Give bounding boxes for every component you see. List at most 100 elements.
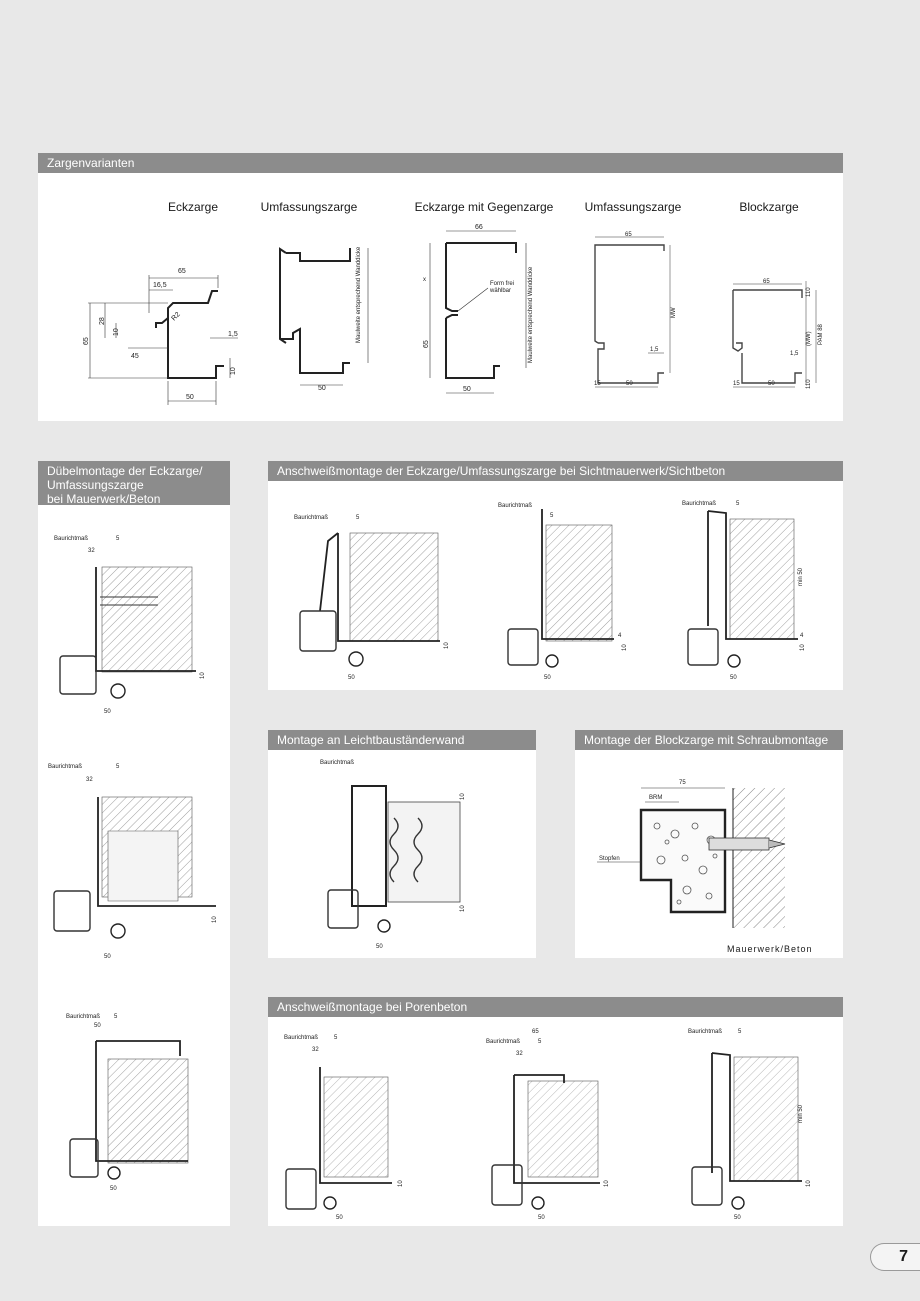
dim-50-p3: 50 [734, 1215, 741, 1221]
baurichtmass-2: Baurichtmaß [48, 764, 82, 770]
dim-5-d2: 5 [116, 764, 120, 770]
dim-5-d3: 5 [114, 1014, 118, 1020]
baurichtmass-a: Baurichtmaß [294, 515, 328, 521]
dim-65-eckzarge: 65 [178, 268, 186, 275]
dim-4-c: 4 [800, 633, 804, 639]
dim-50-d3-top: 50 [94, 1023, 101, 1029]
dim-45: 45 [131, 353, 139, 360]
dim-10-p2: 10 [604, 1180, 610, 1187]
baurichtmass-p1: Baurichtmaß [284, 1035, 318, 1041]
dim-50-blockzarge: 50 [768, 381, 775, 387]
min50-c: min 50 [798, 567, 804, 586]
anschweiss-sicht-drawings: Baurichtmaß 5 10 50 Baurichtmaß 5 4 10 5… [294, 501, 806, 681]
dim-1-5: 1,5 [228, 331, 238, 338]
dim-28: 28 [99, 317, 106, 325]
baurichtmass-c: Baurichtmaß [682, 501, 716, 507]
leichtbau-panel: Montage an Leichtbauständerwand Bauricht… [268, 730, 536, 958]
dim-10-a: 10 [444, 642, 450, 649]
dim-10-right: 10 [230, 367, 237, 375]
dim-5-a: 5 [356, 515, 360, 521]
dim-65-umfassung2: 65 [625, 232, 632, 238]
dim-10-p3: 10 [806, 1180, 812, 1187]
dim-50-umfassung: 50 [318, 385, 326, 392]
dim-15-blockzarge: 15 [733, 381, 740, 387]
dim-50-a: 50 [348, 675, 355, 681]
dim-50-leichtbau: 50 [376, 944, 383, 950]
profile-title-eckzarge-gegenzarge: Eckzarge mit Gegenzarge [414, 200, 554, 214]
section-title-duebelmontage: Dübelmontage der Eckzarge/ Umfassungszar… [38, 461, 230, 506]
dim-5-p3: 5 [738, 1029, 742, 1035]
eckzarge-drawing: 65 16,5 65 28 10 45 R2 1,5 10 50 Maulwei… [83, 224, 824, 405]
profile-title-umfassungszarge: Umfassungszarge [260, 200, 358, 214]
dim-75: 75 [679, 780, 686, 786]
maulweite-label-2: Maulweite entsprechend Wanddicke [528, 266, 534, 363]
leichtbau-drawing: Baurichtmaß 10 10 50 [320, 760, 466, 950]
pam-label: PAM 88 [818, 323, 824, 345]
duebelmontage-title-line1: Dübelmontage der Eckzarge/ [47, 464, 203, 478]
waehlbar-label: wählbar [489, 288, 511, 294]
porenbeton-panel: Anschweißmontage bei Porenbeton Bauricht… [268, 997, 843, 1226]
dim-r2: R2 [170, 311, 181, 322]
dim-110-bottom: 110 [806, 379, 812, 389]
dim-10-p1: 10 [398, 1180, 404, 1187]
dim-65-blockzarge: 65 [763, 279, 770, 285]
baurichtmass-b: Baurichtmaß [498, 503, 532, 509]
zargenvarianten-panel: Zargenvarianten Eckzarge Umfassungszarge… [38, 153, 843, 421]
baurichtmass-1: Baurichtmaß [54, 536, 88, 542]
mw-label: MW [671, 307, 677, 318]
dim-4-b: 4 [618, 633, 622, 639]
baurichtmass-p2: Baurichtmaß [486, 1039, 520, 1045]
dim-50-d3: 50 [110, 1186, 117, 1192]
dim-10-d1: 10 [200, 672, 206, 679]
dim-66: 66 [475, 224, 483, 231]
section-title-porenbeton: Anschweißmontage bei Porenbeton [268, 997, 843, 1017]
profile-title-eckzarge: Eckzarge [167, 200, 219, 214]
dim-5-d1: 5 [116, 536, 120, 542]
page-number: 7 [870, 1243, 920, 1271]
dim-10-leichtbau-top: 10 [460, 793, 466, 800]
baurichtmass-p3: Baurichtmaß [688, 1029, 722, 1035]
dim-32-d2: 32 [86, 777, 93, 783]
dim-5-p2: 5 [538, 1039, 542, 1045]
dim-10-c: 10 [800, 644, 806, 651]
dim-10-leichtbau-bottom: 10 [460, 905, 466, 912]
dim-50-c: 50 [730, 675, 737, 681]
brm-label: BRM [649, 795, 662, 801]
duebelmontage-drawings: Baurichtmaß 5 32 10 50 Baurichtmaß 5 32 … [48, 536, 218, 1192]
dim-5-p1: 5 [334, 1035, 338, 1041]
dim-50-d1: 50 [104, 709, 111, 715]
dim-50-umfassung2: 50 [626, 381, 633, 387]
duebelmontage-panel: Dübelmontage der Eckzarge/ Umfassungszar… [38, 461, 230, 1226]
baurichtmass-leichtbau: Baurichtmaß [320, 760, 354, 766]
dim-50-gegen: 50 [463, 386, 471, 393]
section-title-anschweiss-sicht: Anschweißmontage der Eckzarge/Umfassungs… [268, 461, 843, 481]
mw-paren-label: (MW) [806, 331, 812, 346]
stopfen-label: Stopfen [599, 856, 620, 862]
profile-title-umfassungszarge-2: Umfassungszarge [584, 200, 682, 214]
dim-10-d2: 10 [212, 916, 218, 923]
section-title-blockzarge-schraub: Montage der Blockzarge mit Schraubmontag… [575, 730, 843, 750]
dim-10-left: 10 [113, 328, 120, 336]
dim-x: x [423, 277, 426, 283]
dim-32-p1: 32 [312, 1047, 319, 1053]
dim-16-5: 16,5 [153, 282, 167, 289]
dim-1-5-blockzarge: 1,5 [790, 351, 799, 357]
mauerwerk-beton-caption: Mauerwerk/Beton [727, 944, 813, 954]
duebelmontage-title-line3: bei Mauerwerk/Beton [47, 492, 161, 506]
duebelmontage-title-line2: Umfassungszarge [47, 478, 144, 492]
blockzarge-schraub-drawing: 75 BRM Stopfen [597, 780, 786, 928]
dim-50-b: 50 [544, 675, 551, 681]
dim-65-vertical: 65 [83, 337, 90, 345]
dim-50-eckzarge: 50 [186, 394, 194, 401]
porenbeton-drawings: Baurichtmaß 5 32 10 50 65 Baurichtmaß 5 … [284, 1029, 812, 1221]
dim-50-d2: 50 [104, 954, 111, 960]
maulweite-label-1: Maulweite entsprechend Wanddicke [356, 246, 362, 343]
anschweiss-sicht-panel: Anschweißmontage der Eckzarge/Umfassungs… [268, 461, 843, 690]
min50-p3: min 50 [798, 1104, 804, 1123]
dim-5-c: 5 [736, 501, 740, 507]
dim-65-p2: 65 [532, 1029, 539, 1035]
baurichtmass-3: Baurichtmaß [66, 1014, 100, 1020]
dim-110-top: 110 [806, 287, 812, 297]
blockzarge-schraub-panel: Montage der Blockzarge mit Schraubmontag… [575, 730, 843, 958]
section-title-leichtbau: Montage an Leichtbauständerwand [268, 730, 536, 750]
